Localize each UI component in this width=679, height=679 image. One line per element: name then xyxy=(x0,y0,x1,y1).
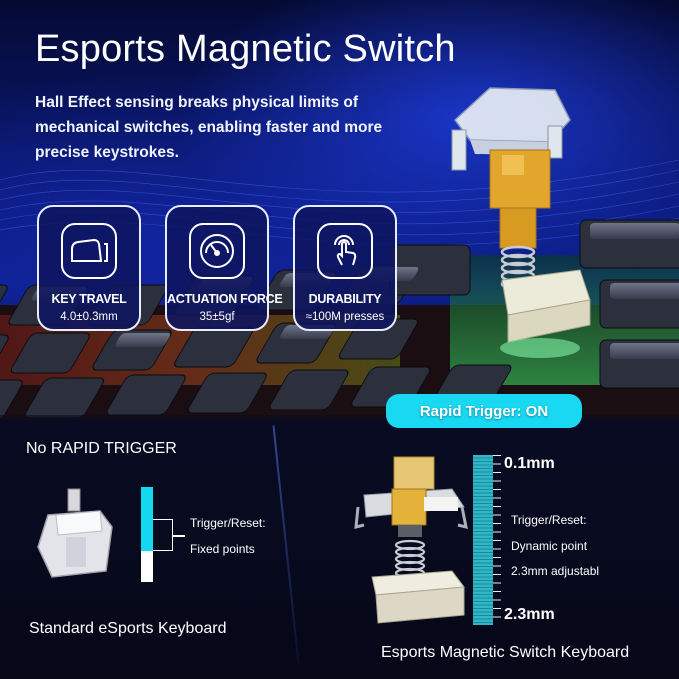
fixed-trigger-fill xyxy=(141,487,153,551)
spec-value: 4.0±0.3mm xyxy=(60,311,118,323)
trigger-bracket xyxy=(153,519,173,551)
fixed-note-line2: Fixed points xyxy=(190,542,255,556)
spec-label: KEY TRAVEL xyxy=(51,292,127,306)
comparison-section-bg xyxy=(0,415,679,679)
switch-bottom-housing xyxy=(501,269,591,343)
finger-tap-icon xyxy=(317,223,373,279)
standard-switch-image xyxy=(37,488,113,578)
trigger-bracket-tick xyxy=(173,535,185,537)
spec-card-durability: DURABILITY ≈100M presses xyxy=(293,205,397,331)
magnetic-switch-image xyxy=(354,456,468,624)
ruler-top-label: 0.1mm xyxy=(504,455,555,472)
spec-card-key-travel: KEY TRAVEL 4.0±0.3mm xyxy=(37,205,141,331)
spec-value: 35±5gf xyxy=(199,311,235,323)
spec-card-actuation-force: ACTUATION FORCE 35±5gf xyxy=(165,205,283,331)
fixed-note-line1: Trigger/Reset: xyxy=(190,516,266,530)
keycap-travel-icon xyxy=(61,223,117,279)
exploded-switch-image xyxy=(451,87,591,358)
dynamic-note-line1: Trigger/Reset: xyxy=(511,513,587,527)
travel-ruler xyxy=(473,455,501,625)
spec-label: DURABILITY xyxy=(308,292,382,306)
page-subtitle: Hall Effect sensing breaks physical limi… xyxy=(35,94,383,161)
dynamic-note-line2: Dynamic point xyxy=(511,539,588,553)
standard-keyboard-caption: Standard eSports Keyboard xyxy=(29,620,227,637)
magnetic-keyboard-caption: Esports Magnetic Switch Keyboard xyxy=(381,644,630,661)
switch-housing-top xyxy=(451,87,571,171)
ruler-ticks xyxy=(493,455,501,625)
no-rapid-trigger-heading: No RAPID TRIGGER xyxy=(26,440,177,457)
ruler-bar xyxy=(473,455,493,625)
gauge-icon xyxy=(189,223,245,279)
page-title: Esports Magnetic Switch xyxy=(35,28,456,70)
spec-label: ACTUATION FORCE xyxy=(167,292,283,306)
rapid-trigger-badge: Rapid Trigger: ON xyxy=(386,394,582,428)
dynamic-note-line3: 2.3mm adjustabl xyxy=(511,564,600,578)
spec-value: ≈100M presses xyxy=(305,311,385,323)
fixed-trigger-bar xyxy=(141,487,153,582)
switch-stem-gold xyxy=(489,149,551,249)
ruler-bottom-label: 2.3mm xyxy=(504,606,555,623)
